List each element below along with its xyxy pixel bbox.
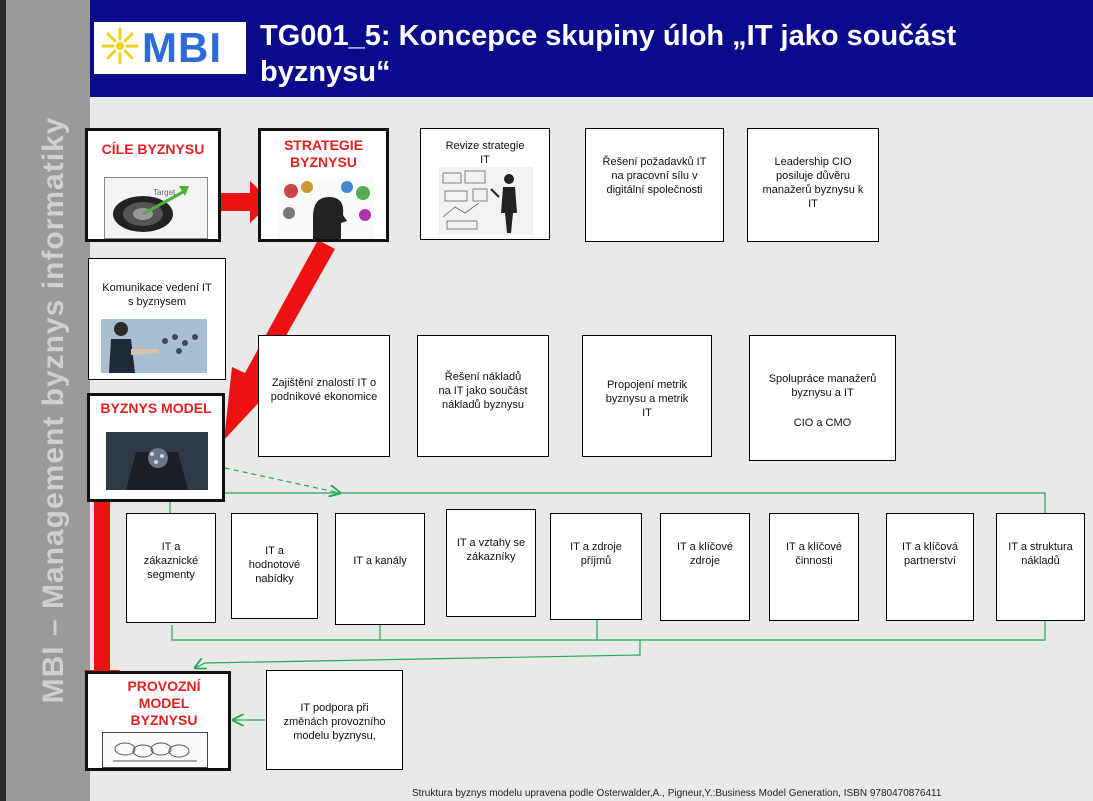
source-citation: Struktura byznys modelu upravena podle O… (412, 788, 942, 799)
sketch-icon (442, 170, 517, 233)
box-revize-strategie: Revize strategie IT (420, 128, 550, 240)
cile-byznysu-label: CÍLE BYZNYSU (101, 141, 205, 157)
component-label-6: IT a klíčové zdroje (676, 541, 734, 567)
box-zajisteni-znalosti: Zajištění znalostí IT o podnikové ekonom… (258, 335, 390, 457)
strategie-byznysu-label: STRATEGIE BYZNYSU (283, 137, 364, 170)
component-label-9: IT a struktura nákladů (1008, 541, 1073, 567)
target-icon (113, 186, 189, 232)
component-label-1: IT a zákaznické segmenty (143, 541, 199, 581)
component-box-1: IT a zákaznické segmenty (126, 513, 216, 623)
red-arrow-byznys-to-provozni (84, 470, 120, 708)
box-spoluprace: Spolupráce manažerů byznysu a IT CIO a C… (749, 335, 896, 461)
provozni-model-label: PROVOZNÍ MODEL BYZNYSU (127, 678, 201, 728)
box-komunikace: Komunikace vedení IT s byznysem (88, 258, 226, 380)
box-byznys-model: BYZNYS MODEL (87, 393, 225, 502)
spoluprace-label: Spolupráce manažerů byznysu a IT (768, 373, 877, 399)
business-model-image (106, 432, 208, 490)
operating-model-image (102, 732, 208, 768)
box-it-podpora: IT podpora při změnách provozního modelu… (266, 670, 403, 770)
component-box-7: IT a klíčové činnosti (769, 513, 859, 621)
mbi-logo: MBI (94, 22, 246, 74)
box-provozni-model: PROVOZNÍ MODEL BYZNYSU (85, 671, 231, 771)
green-to-provozni (195, 640, 641, 668)
green-dashed-connector (224, 467, 340, 493)
box-reseni-nakladu: Řešení nákladů na IT jako součást náklad… (417, 335, 549, 457)
sidebar: MBI – Management byznys informatiky (0, 0, 90, 801)
box-cile-byznysu: CÍLE BYZNYSU Target (85, 128, 221, 242)
chain-icon (113, 742, 197, 762)
page-title: TG001_5: Koncepce skupiny úloh „IT jako … (260, 20, 957, 88)
component-label-8: IT a klíčová partnerství (901, 541, 959, 567)
byznys-model-label: BYZNYS MODEL (100, 400, 212, 416)
reseni-pozadavku-label: Řešení požadavků IT na pracovní sílu v d… (602, 156, 707, 196)
component-label-2: IT a hodnotové nabídky (248, 545, 301, 585)
box-propojeni-metrik: Propojení metrik byznysu a metrik IT (582, 335, 712, 457)
component-box-3: IT a kanály (335, 513, 425, 625)
component-box-5: IT a zdroje příjmů (550, 513, 642, 620)
component-box-6: IT a klíčové zdroje (660, 513, 750, 621)
component-label-3: IT a kanály (353, 555, 407, 567)
leadership-label: Leadership CIO posiluje důvěru manažerů … (762, 156, 864, 210)
metriky-label: Propojení metrik byznysu a metrik IT (605, 379, 689, 419)
component-box-9: IT a struktura nákladů (996, 513, 1085, 621)
revize-label: Revize strategie IT (445, 140, 525, 166)
cio-cmo-label: CIO a CMO (793, 417, 852, 429)
strategy-head-icon (283, 181, 371, 239)
strategy-sketch-image (439, 167, 533, 235)
box-leadership-cio: Leadership CIO posiluje důvěru manažerů … (747, 128, 879, 242)
it-podpora-label: IT podpora při změnách provozního modelu… (283, 702, 386, 742)
box-reseni-pozadavku: Řešení požadavků IT na pracovní sílu v d… (585, 128, 724, 242)
naklady-label: Řešení nákladů na IT jako součást náklad… (438, 371, 528, 411)
strategy-head-image (277, 177, 375, 239)
component-box-8: IT a klíčová partnerství (886, 513, 974, 621)
communication-image (101, 319, 207, 373)
red-arrow-cile-to-strategie (205, 181, 272, 223)
component-label-5: IT a zdroje příjmů (570, 541, 622, 567)
component-label-4: IT a vztahy se zákazníky (456, 537, 526, 563)
header-bar: MBI TG001_5: Koncepce skupiny úloh „IT j… (90, 0, 1093, 97)
komunikace-label: Komunikace vedení IT s byznysem (102, 282, 212, 308)
green-top-bus (169, 492, 1046, 513)
sun-icon (101, 27, 139, 65)
component-box-2: IT a hodnotové nabídky (231, 513, 318, 619)
logo-text: MBI (142, 24, 222, 71)
target-image: Target (104, 177, 208, 239)
component-label-7: IT a klíčové činnosti (785, 541, 843, 567)
green-bottom-bus (171, 620, 1046, 641)
component-box-4: IT a vztahy se zákazníky (446, 509, 536, 617)
target-word: Target (153, 188, 176, 197)
globe-hands-icon (106, 432, 208, 490)
box-strategie-byznysu: STRATEGIE BYZNYSU (258, 128, 389, 242)
zajisteni-label: Zajištění znalostí IT o podnikové ekonom… (270, 377, 378, 403)
businessman-icon (101, 319, 207, 373)
